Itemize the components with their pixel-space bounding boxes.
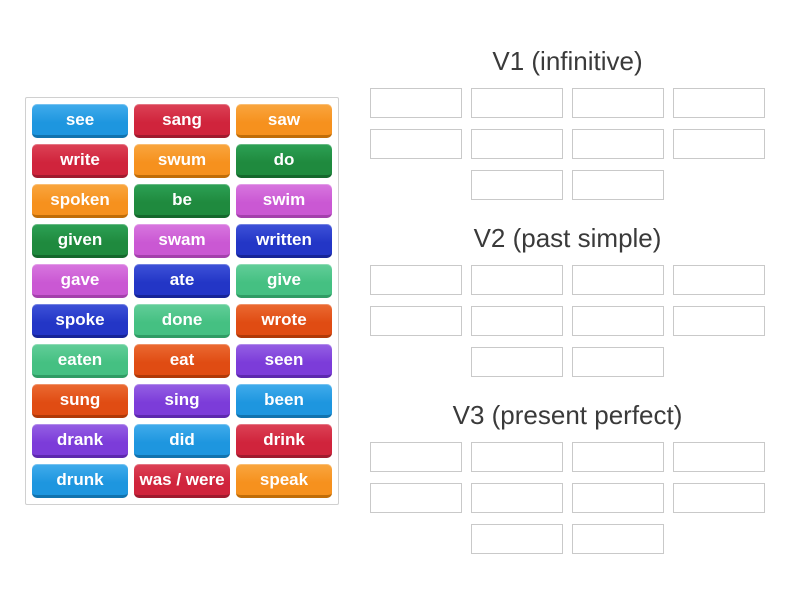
- word-tile[interactable]: sang: [134, 104, 230, 138]
- drop-slot[interactable]: [471, 306, 563, 336]
- slot-row: [370, 88, 765, 118]
- word-tile[interactable]: give: [236, 264, 332, 298]
- word-tile[interactable]: written: [236, 224, 332, 258]
- drop-slot[interactable]: [370, 483, 462, 513]
- slot-row: [370, 524, 765, 554]
- word-tile[interactable]: speak: [236, 464, 332, 498]
- word-tile[interactable]: spoke: [32, 304, 128, 338]
- word-tile[interactable]: wrote: [236, 304, 332, 338]
- word-tile[interactable]: be: [134, 184, 230, 218]
- word-tile[interactable]: sung: [32, 384, 128, 418]
- drop-slot[interactable]: [370, 88, 462, 118]
- drop-slot[interactable]: [572, 442, 664, 472]
- word-tile[interactable]: eaten: [32, 344, 128, 378]
- group-title: V2 (past simple): [473, 223, 662, 253]
- answer-group: V2 (past simple): [370, 223, 765, 377]
- drop-slot[interactable]: [572, 170, 664, 200]
- drop-slot[interactable]: [471, 88, 563, 118]
- word-tile[interactable]: done: [134, 304, 230, 338]
- drop-slot[interactable]: [572, 129, 664, 159]
- answer-groups: V1 (infinitive) V2 (past simple) V3 (prese…: [370, 46, 765, 577]
- word-tile[interactable]: do: [236, 144, 332, 178]
- word-tile[interactable]: saw: [236, 104, 332, 138]
- slot-row: [370, 442, 765, 472]
- drop-slot[interactable]: [572, 265, 664, 295]
- word-tile[interactable]: write: [32, 144, 128, 178]
- word-tile[interactable]: was / were: [134, 464, 230, 498]
- drop-slot[interactable]: [471, 265, 563, 295]
- slot-row: [370, 347, 765, 377]
- drop-slot[interactable]: [370, 306, 462, 336]
- drop-slot[interactable]: [370, 129, 462, 159]
- slot-row: [370, 306, 765, 336]
- slot-row: [370, 129, 765, 159]
- word-tile[interactable]: see: [32, 104, 128, 138]
- word-tile[interactable]: seen: [236, 344, 332, 378]
- drop-slot[interactable]: [471, 524, 563, 554]
- drop-slot[interactable]: [673, 88, 765, 118]
- drop-slot[interactable]: [572, 306, 664, 336]
- word-tile[interactable]: drank: [32, 424, 128, 458]
- drop-slot[interactable]: [673, 129, 765, 159]
- answer-group: V1 (infinitive): [370, 46, 765, 200]
- word-tile[interactable]: swum: [134, 144, 230, 178]
- word-tile[interactable]: sing: [134, 384, 230, 418]
- word-tile[interactable]: gave: [32, 264, 128, 298]
- drop-slot[interactable]: [572, 347, 664, 377]
- answer-group: V3 (present perfect): [370, 400, 765, 554]
- drop-slot[interactable]: [572, 524, 664, 554]
- group-title: V3 (present perfect): [452, 400, 683, 430]
- drop-slot[interactable]: [370, 265, 462, 295]
- drop-slot[interactable]: [370, 442, 462, 472]
- slot-row: [370, 170, 765, 200]
- word-tile[interactable]: spoken: [32, 184, 128, 218]
- word-tile[interactable]: drink: [236, 424, 332, 458]
- word-tile[interactable]: given: [32, 224, 128, 258]
- drop-slot[interactable]: [572, 88, 664, 118]
- drop-slot[interactable]: [471, 170, 563, 200]
- drop-slot[interactable]: [572, 483, 664, 513]
- word-tile[interactable]: swam: [134, 224, 230, 258]
- drop-slot[interactable]: [673, 265, 765, 295]
- word-tile[interactable]: did: [134, 424, 230, 458]
- word-tile[interactable]: eat: [134, 344, 230, 378]
- drop-slot[interactable]: [471, 129, 563, 159]
- drop-slot[interactable]: [673, 442, 765, 472]
- word-tile[interactable]: ate: [134, 264, 230, 298]
- drop-slot[interactable]: [471, 347, 563, 377]
- slot-row: [370, 483, 765, 513]
- drop-slot[interactable]: [471, 442, 563, 472]
- word-tile[interactable]: drunk: [32, 464, 128, 498]
- group-title: V1 (infinitive): [492, 46, 643, 76]
- slot-row: [370, 265, 765, 295]
- drop-slot[interactable]: [471, 483, 563, 513]
- word-tile[interactable]: swim: [236, 184, 332, 218]
- word-tile[interactable]: been: [236, 384, 332, 418]
- drop-slot[interactable]: [673, 483, 765, 513]
- drop-slot[interactable]: [673, 306, 765, 336]
